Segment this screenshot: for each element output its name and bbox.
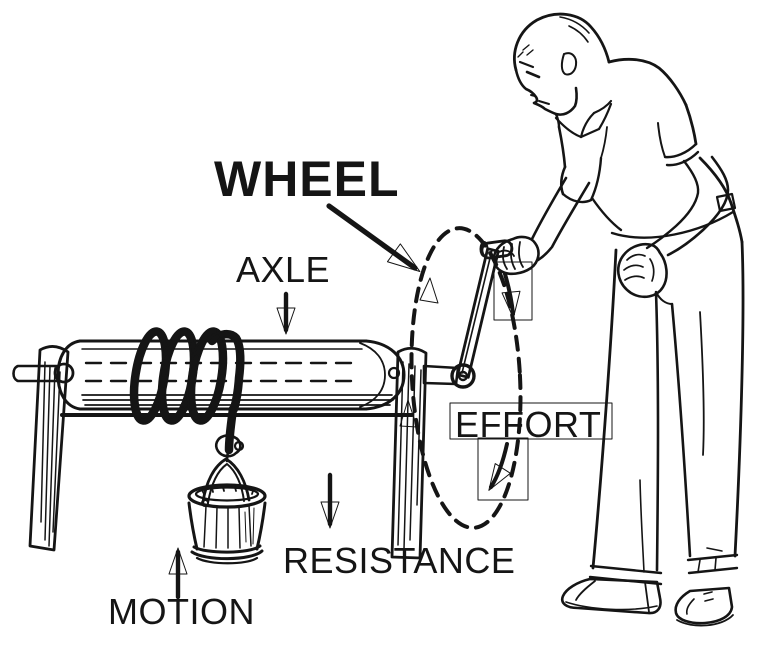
wheel-pointer-arrow bbox=[326, 203, 421, 273]
left-post bbox=[28, 345, 70, 552]
shoe bbox=[560, 577, 662, 615]
rotation-arrowhead bbox=[399, 399, 418, 428]
man-torso bbox=[557, 57, 744, 244]
man-legs bbox=[588, 240, 745, 586]
effort-rotation-arrow bbox=[488, 442, 511, 491]
bucket bbox=[187, 457, 267, 565]
man-fist bbox=[617, 242, 668, 299]
motion-label: MOTION bbox=[108, 591, 255, 632]
axle-label: AXLE bbox=[236, 249, 330, 290]
right-post bbox=[387, 346, 428, 560]
man-hand-on-crank bbox=[492, 235, 540, 276]
man-collar bbox=[554, 99, 613, 139]
pointer-arrows bbox=[168, 203, 421, 600]
rope-coil bbox=[186, 327, 228, 425]
ear bbox=[560, 52, 578, 76]
rope-knot bbox=[214, 434, 242, 458]
bucket-wall bbox=[255, 501, 267, 551]
eye bbox=[525, 70, 541, 79]
bucket-rim bbox=[187, 483, 267, 509]
effort-label-backing bbox=[449, 402, 613, 440]
left-axle-stub bbox=[12, 362, 75, 384]
man-figure bbox=[492, 12, 745, 627]
eyebrow bbox=[518, 60, 535, 69]
wheel-rotation-path bbox=[399, 226, 613, 530]
bucket-wall bbox=[187, 501, 199, 551]
bucket-staves bbox=[203, 504, 252, 549]
axle-left-cap bbox=[56, 339, 82, 411]
axle-cylinder bbox=[56, 339, 406, 411]
man-shoes bbox=[560, 577, 734, 627]
shoe bbox=[674, 586, 734, 625]
man-head bbox=[513, 12, 611, 129]
crank-pivot bbox=[450, 363, 476, 389]
shirt-hem bbox=[610, 210, 735, 239]
rotation-arrowhead bbox=[419, 277, 439, 304]
resistance-label: RESISTANCE bbox=[283, 540, 515, 581]
pant-cuff bbox=[686, 553, 739, 575]
man-right-arm bbox=[492, 176, 591, 276]
handle-motion-arrow bbox=[501, 272, 521, 319]
bucket-foot bbox=[192, 544, 262, 554]
crank-arm bbox=[456, 247, 500, 379]
mouth bbox=[538, 100, 550, 105]
man-left-arm bbox=[617, 155, 730, 299]
axle-hub bbox=[387, 366, 401, 380]
effort-label: EFFORT bbox=[455, 404, 601, 445]
rope bbox=[129, 327, 245, 463]
axle-hub bbox=[53, 362, 75, 384]
wheel-label: WHEEL bbox=[214, 151, 400, 207]
crank bbox=[422, 239, 514, 389]
